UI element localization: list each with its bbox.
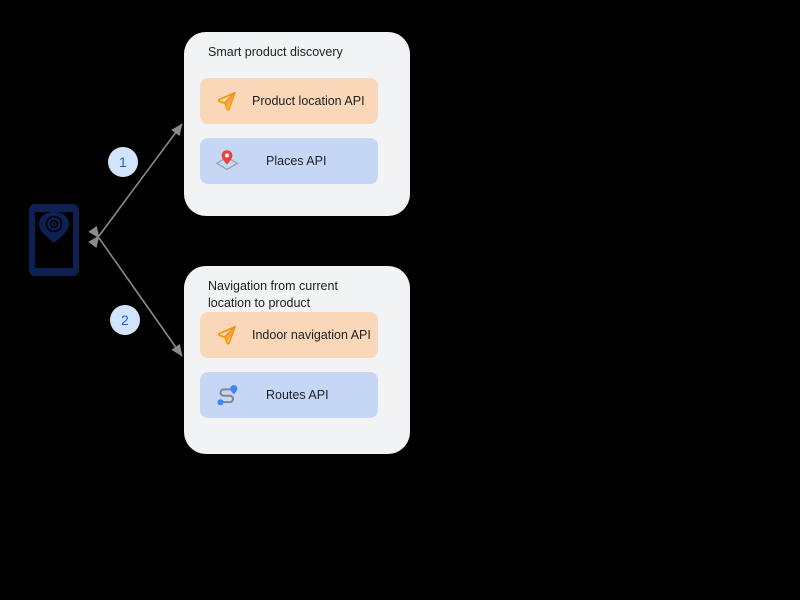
pill-product-location-api[interactable]: Product location API bbox=[200, 78, 378, 124]
pill-label: Indoor navigation API bbox=[252, 328, 371, 342]
step-badge-1: 1 bbox=[108, 147, 138, 177]
card-title: Navigation from current location to prod… bbox=[208, 279, 338, 310]
step-badge-2: 2 bbox=[110, 305, 140, 335]
pill-label: Places API bbox=[266, 154, 327, 168]
mobile-phone-scan-icon bbox=[28, 203, 80, 277]
pill-places-api[interactable]: Places API bbox=[200, 138, 378, 184]
navigation-arrow-icon bbox=[210, 84, 244, 118]
connector-line-2 bbox=[88, 225, 183, 357]
card-navigation-to-product: Navigation from current location to prod… bbox=[184, 266, 410, 454]
pill-label: Routes API bbox=[266, 388, 329, 402]
pill-indoor-navigation-api[interactable]: Indoor navigation API bbox=[200, 312, 378, 358]
connector-line-1 bbox=[88, 123, 183, 249]
pill-label: Product location API bbox=[252, 94, 365, 108]
card-title: Smart product discovery bbox=[208, 45, 343, 59]
navigation-arrow-icon bbox=[210, 318, 244, 352]
map-pin-icon bbox=[210, 144, 244, 178]
route-path-icon bbox=[210, 378, 244, 412]
card-smart-product-discovery: Smart product discovery Product location… bbox=[184, 32, 410, 216]
pill-routes-api[interactable]: Routes API bbox=[200, 372, 378, 418]
